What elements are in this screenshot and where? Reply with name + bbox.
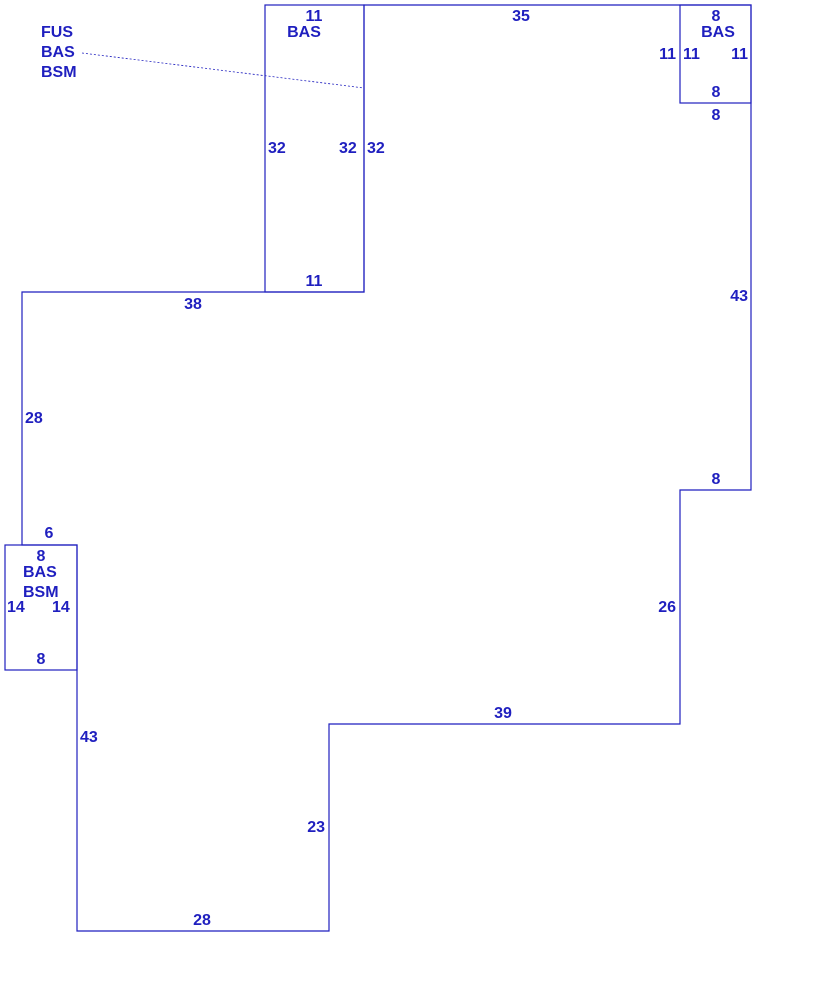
left-addition-label-bas: BAS [23,564,57,581]
right-addition-bottom-dim: 8 [712,84,721,101]
dim-bottom: 28 [193,912,211,929]
dim-right-addition-below: 8 [712,107,721,124]
main-label-fus: FUS [41,24,73,41]
dim-inner-down: 23 [307,819,325,836]
left-addition-box [4,544,78,671]
right-addition-inner-left-dim: 11 [683,46,700,63]
label-leader-line [81,52,365,89]
dim-right-lower: 26 [658,599,676,616]
main-label-bas: BAS [41,44,75,61]
right-addition-outer-dim: 11 [659,46,676,63]
top-addition-bottom-dim: 11 [306,273,323,290]
left-addition-top-dim: 8 [37,548,46,565]
dim-right-step: 8 [712,471,721,488]
dim-right-upper: 43 [730,288,748,305]
dim-top-edge: 35 [512,8,530,25]
top-addition-top-dim: 11 [306,8,323,25]
top-addition-left-dim: 32 [268,140,286,157]
left-addition-right-dim: 14 [52,599,70,616]
right-addition-top-dim: 8 [712,8,721,25]
left-addition-bottom-dim: 8 [37,651,46,668]
top-addition-label: BAS [287,24,321,41]
right-addition-right-dim: 11 [731,46,748,63]
main-outline [21,4,752,932]
dim-left-lower: 43 [80,729,98,746]
dim-left-upper: 28 [25,410,43,427]
right-addition-label: BAS [701,24,735,41]
dim-left-step: 6 [45,525,54,542]
left-addition-label-bsm: BSM [23,584,59,601]
dim-upper-left-edge: 38 [184,296,202,313]
top-addition-right-dim: 32 [339,140,357,157]
dim-inner-step: 39 [494,705,512,722]
top-addition-box [264,4,365,293]
right-addition-box [679,4,752,104]
dim-top-addition-right: 32 [367,140,385,157]
left-addition-left-dim: 14 [7,599,25,616]
main-label-bsm: BSM [41,64,77,81]
